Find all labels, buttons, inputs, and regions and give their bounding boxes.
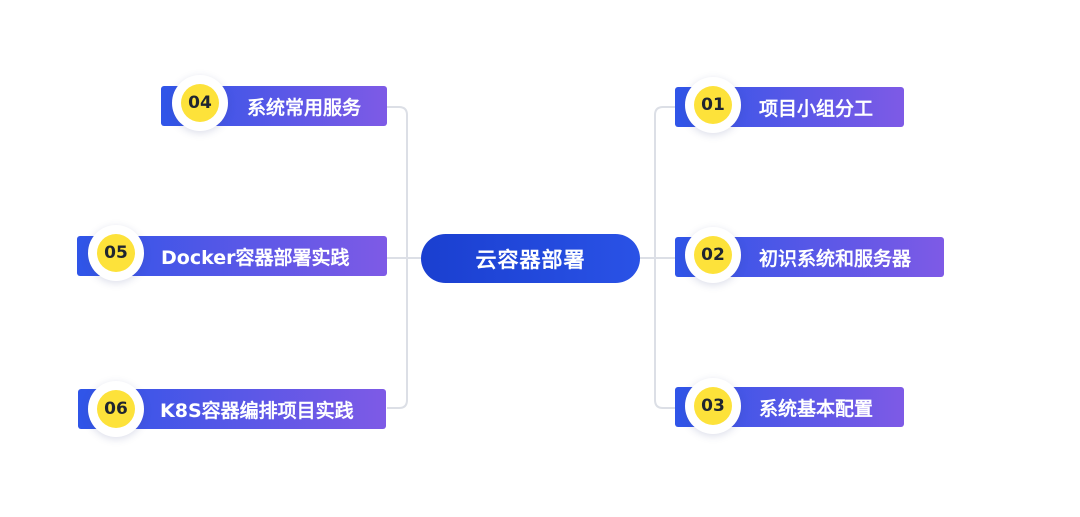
node-label: 项目小组分工 [759, 97, 874, 120]
node-label: 系统基本配置 [759, 397, 874, 420]
badge-number: 03 [694, 387, 732, 425]
badge-number: 02 [694, 236, 732, 274]
node-label: Docker容器部署实践 [161, 246, 350, 269]
badge-number: 06 [97, 390, 135, 428]
badge-05: 05 [88, 225, 144, 281]
badge-number: 05 [97, 234, 135, 272]
node-label: 系统常用服务 [247, 96, 362, 119]
badge-02: 02 [685, 227, 741, 283]
badge-03: 03 [685, 378, 741, 434]
center-node: 云容器部署 [421, 234, 640, 283]
badge-number: 01 [694, 86, 732, 124]
badge-04: 04 [172, 75, 228, 131]
center-node-label: 云容器部署 [475, 247, 586, 272]
badge-06: 06 [88, 381, 144, 437]
badge-01: 01 [685, 77, 741, 133]
node-label: K8S容器编排项目实践 [160, 399, 354, 422]
badge-number: 04 [181, 84, 219, 122]
node-label: 初识系统和服务器 [759, 247, 912, 270]
